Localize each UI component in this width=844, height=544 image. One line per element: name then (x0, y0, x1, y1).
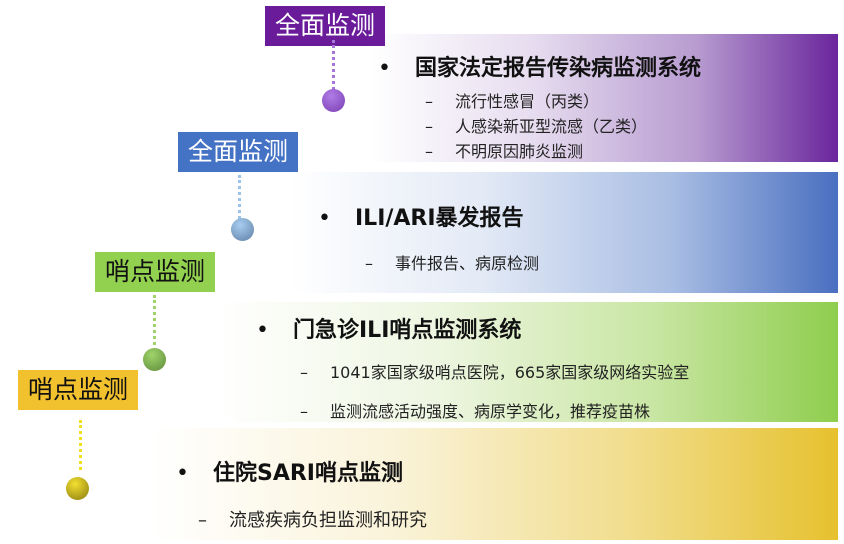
tier-1-item: 人感染新亚型流感（乙类） (425, 113, 647, 137)
tier-4-item: 流感疾病负担监测和研究 (198, 506, 427, 532)
tier-2-connector (238, 175, 241, 225)
tier-1-connector (332, 40, 335, 90)
tier-4-marker (66, 477, 89, 500)
tier-1-item: 不明原因肺炎监测 (425, 138, 583, 162)
tier-3-title: 门急诊ILI哨点监测系统 (256, 312, 521, 344)
tier-1-label: 全面监测 (265, 6, 385, 46)
tier-3-item: 1041家国家级哨点医院，665家国家级网络实验室 (300, 359, 689, 383)
tier-4-title: 住院SARI哨点监测 (176, 455, 403, 487)
tier-2-panel (290, 172, 838, 293)
tier-2-item: 事件报告、病原检测 (365, 250, 539, 274)
tier-3-label: 哨点监测 (95, 252, 215, 292)
tier-2-title: ILI/ARI暴发报告 (318, 200, 524, 232)
tier-1-item: 流行性感冒（丙类） (425, 88, 599, 112)
tier-3-connector (153, 295, 156, 345)
tier-2-marker (231, 218, 254, 241)
tier-3-item: 监测流感活动强度、病原学变化，推荐疫苗株 (300, 398, 650, 422)
tier-3-marker (143, 348, 166, 371)
tier-4-label: 哨点监测 (18, 370, 138, 410)
tier-2-label: 全面监测 (178, 132, 298, 172)
tier-1-marker (322, 89, 345, 112)
tier-4-connector (79, 420, 82, 470)
tier-1-title: 国家法定报告传染病监测系统 (378, 50, 701, 82)
